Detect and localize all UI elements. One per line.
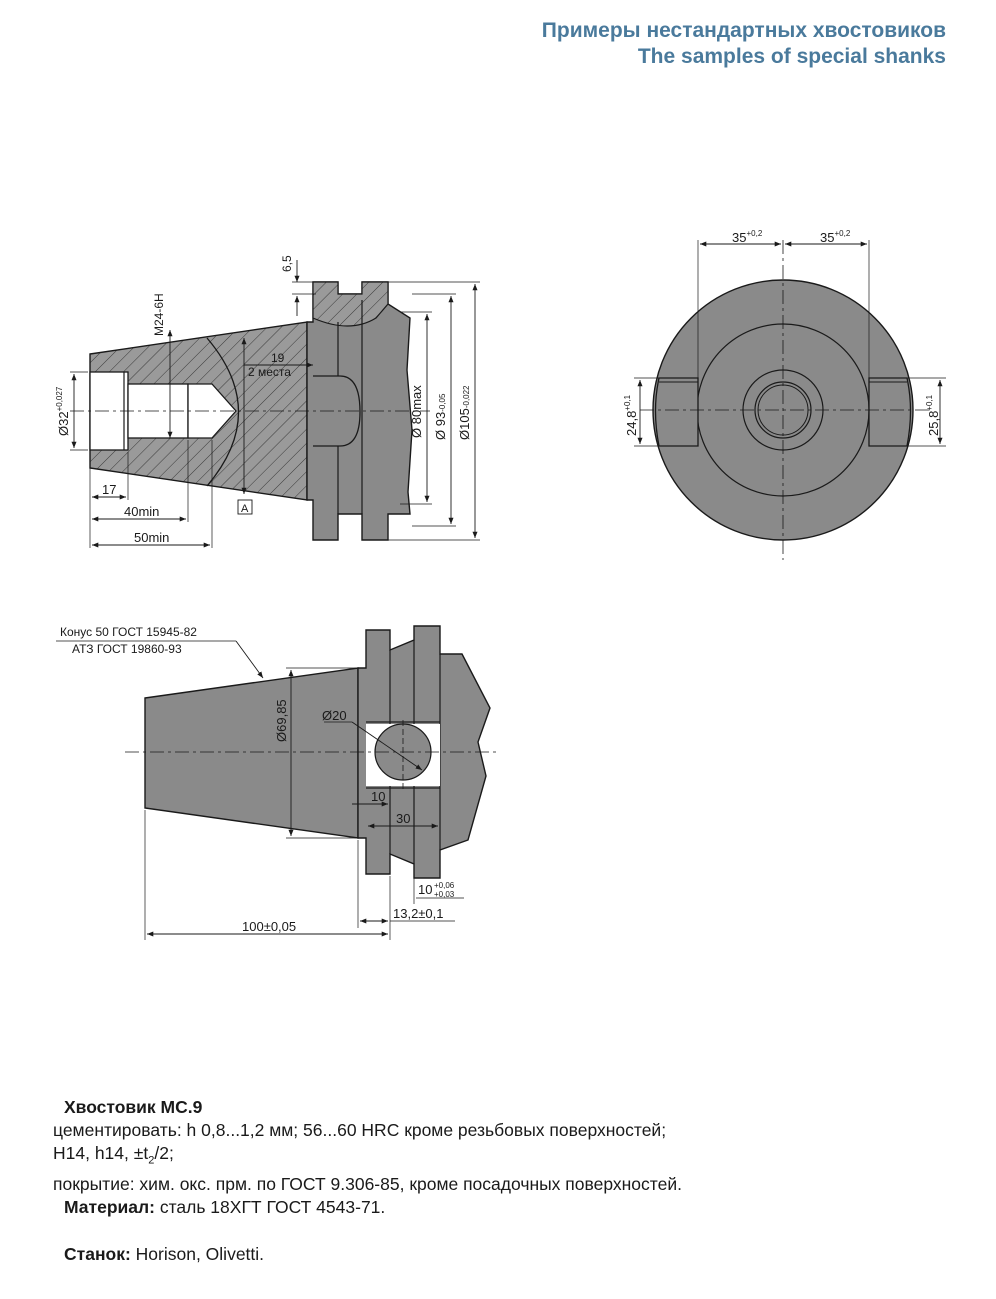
svg-text:35+0,2: 35+0,2: [820, 229, 851, 245]
dim-50min: 50min: [134, 530, 169, 545]
dim-100: 100±0,05: [242, 919, 296, 934]
dim-d32-tol: +0,027: [55, 386, 64, 411]
dim-6-5: 6,5: [280, 255, 294, 272]
dim-30: 30: [396, 811, 410, 826]
dim-10b-tol-up: +0,06: [434, 881, 455, 890]
dim-17: 17: [102, 482, 116, 497]
dim-d80: 80max: [409, 385, 424, 425]
dim-24-8-tol: +0,1: [623, 394, 632, 410]
notes-line-1: цементировать: h 0,8...1,2 мм; 56...60 H…: [53, 1120, 667, 1140]
dim-two-places: 2 места: [248, 365, 291, 379]
svg-text:Ø32+0,027: Ø32+0,027: [55, 386, 71, 436]
end-view: 35+0,2 35+0,2 24,8+0,1 25,8+0,1: [623, 229, 946, 560]
svg-text:Ø 93-0,05: Ø 93-0,05: [433, 393, 448, 440]
cone-label-2: АТЗ ГОСТ 19860-93: [72, 642, 182, 656]
dim-24-8: 24,8: [624, 411, 639, 436]
page-header: Примеры нестандартных хвостовиков The sa…: [542, 18, 946, 70]
dim-40min: 40min: [124, 504, 159, 519]
svg-text:Ø69,85: Ø69,85: [274, 699, 289, 742]
exterior-view: Конус 50 ГОСТ 15945-82 АТЗ ГОСТ 19860-93…: [56, 625, 500, 940]
cone-label-1: Конус 50 ГОСТ 15945-82: [60, 625, 197, 639]
title-ru: Примеры нестандартных хвостовиков: [541, 19, 946, 42]
dim-thread: M24-6H: [152, 293, 166, 336]
dim-10b-tol-low: +0,03: [434, 890, 455, 899]
dim-10b: 10: [418, 882, 432, 897]
dim-10: 10: [371, 789, 385, 804]
dim-25-8-tol: +0,1: [925, 394, 934, 410]
dim-d105-tol: -0,022: [462, 385, 471, 408]
spec-notes: Хвостовик МС.9 цементировать: h 0,8...1,…: [53, 1096, 682, 1266]
dim-19: 19: [271, 351, 285, 365]
notes-line-2: H14, h14, ±t2/2;: [53, 1143, 174, 1167]
machine-line: Станок: Horison, Olivetti.: [64, 1243, 265, 1264]
dim-d32: 32: [56, 411, 71, 425]
svg-text:35+0,2: 35+0,2: [732, 229, 763, 245]
dim-25-8: 25,8: [926, 411, 941, 436]
dim-d105: 105: [457, 408, 472, 430]
section-view: M24-6H 6,5 19 2 места A Ø32+0,027 17 40m…: [55, 255, 480, 548]
notes-line-3: покрытие: хим. окс. прм. по ГОСТ 9.306-8…: [53, 1173, 682, 1194]
dim-13-2: 13,2±0,1: [393, 906, 444, 921]
svg-text:24,8+0,1: 24,8+0,1: [623, 394, 639, 436]
svg-text:25,8+0,1: 25,8+0,1: [925, 394, 941, 436]
dim-35-right: 35: [820, 230, 834, 245]
material-line: Материал: сталь 18ХГТ ГОСТ 4543-71.: [64, 1196, 386, 1217]
title-en: The samples of special shanks: [637, 45, 946, 68]
dim-d93-tol: -0,05: [438, 393, 447, 412]
datum-a: A: [241, 503, 249, 515]
notes-title: Хвостовик МС.9: [64, 1097, 203, 1117]
dim-69-85: 69,85: [274, 699, 289, 732]
dim-35-left: 35: [732, 230, 746, 245]
dim-d20: 20: [332, 708, 346, 723]
dim-35-right-tol: +0,2: [834, 229, 850, 238]
svg-text:Ø105-0,022: Ø105-0,022: [457, 385, 472, 440]
svg-text:Ø20: Ø20: [322, 708, 347, 723]
dim-d93: 93: [433, 412, 448, 426]
svg-text:Ø 80max: Ø 80max: [409, 385, 424, 438]
dim-35-left-tol: +0,2: [746, 229, 762, 238]
